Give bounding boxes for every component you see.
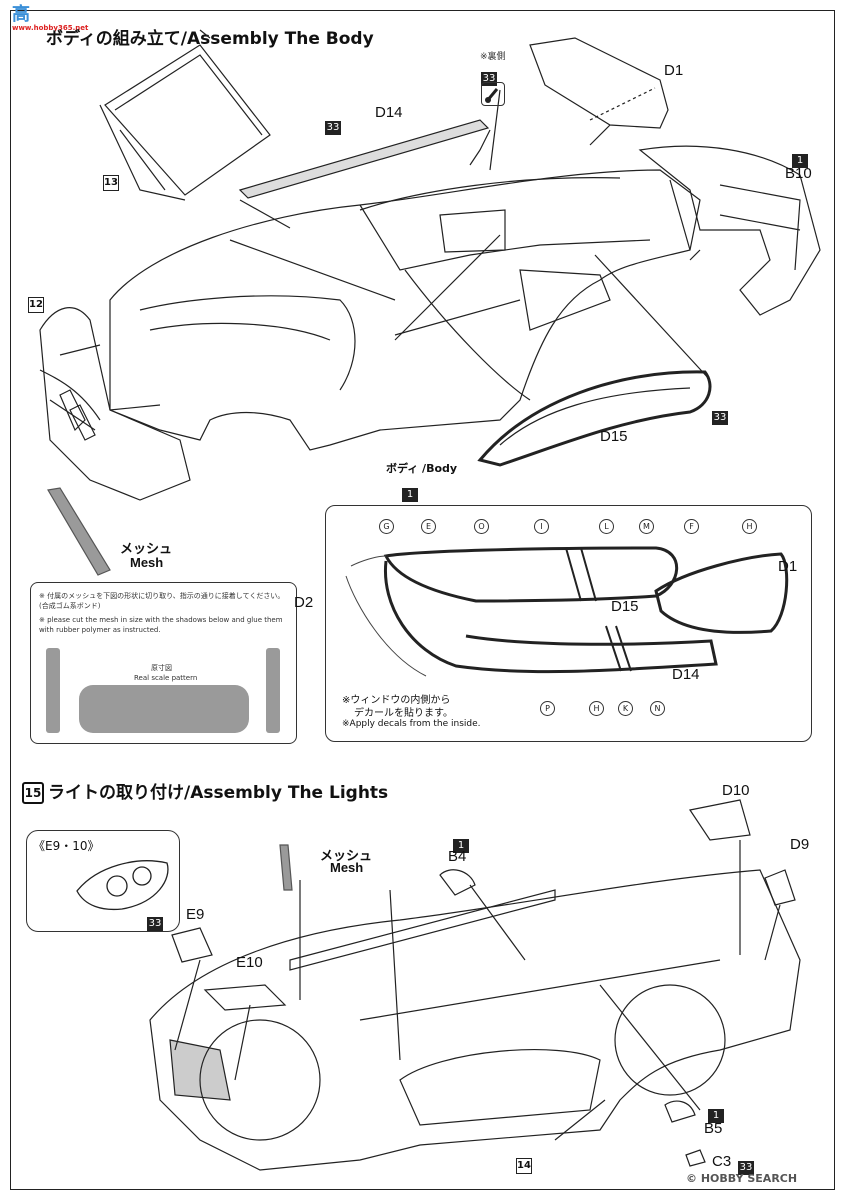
watermark-top: 高 www.hobby365.net [12,4,89,33]
sub-step-12: 12 [28,292,44,313]
glue-mark-c3: 33 [738,1161,754,1175]
window-note-jp-2: デカールを貼ります。 [354,708,453,719]
runner-mark-b5: 1 [708,1103,724,1123]
part-d1-label: D1 [664,62,684,79]
mesh-pattern-center [79,685,249,733]
mesh-label-jp: メッシュ [120,541,173,556]
window-decal-panel: D2 D1 D15 D14 G E O I L M F H P H K N ※ウ… [294,505,812,742]
sub-step-14: 14 [516,1153,532,1174]
mesh-note-en: ※ please cut the mesh in size with the s… [39,616,283,634]
e9-10-inset: 《E9・10》 33 [26,830,180,932]
headlight-inset-drawing [76,860,169,911]
runner-mark-b4: 1 [453,833,469,853]
color-code-m: M [639,514,654,534]
sub-step-13: 13 [103,170,119,191]
part-e9-label: E9 [186,906,205,923]
mesh-pattern-right [266,648,280,733]
mesh-label-en: Mesh [130,555,164,570]
step15-number: 15 [22,782,44,804]
watermark-bottom-text: HOBBY SEARCH [700,1172,798,1185]
mesh-pattern-panel: ※ 付属のメッシュを下図の形状に切り取り、指示の通りに接着してください。(合成ゴ… [30,582,297,744]
pattern-label-en: Real scale pattern [134,674,198,682]
color-code-h-top: H [742,514,757,534]
window-note-jp-1: ※ウィンドウの内側から [342,695,451,706]
watermark-bottom-mark: © [686,1172,697,1185]
mesh-note-jp: ※ 付属のメッシュを下図の形状に切り取り、指示の通りに接着してください。(合成ゴ… [39,592,285,610]
page-frame [10,10,835,1190]
watermark-bottom: © HOBBY SEARCH [686,1172,797,1185]
window-part-d2: D2 [294,594,314,611]
color-code-f: F [684,514,699,534]
part-d15-label: D15 [600,428,628,445]
window-part-d15: D15 [611,598,639,615]
part-c3-label: C3 [712,1153,732,1170]
runner-mark-body: 1 [402,482,418,502]
part-d10-label: D10 [722,782,750,799]
mesh-label-jp-step15: メッシュ [320,848,373,863]
inset-label: 《E9・10》 [33,839,100,853]
glue-mark-d15: 33 [712,411,728,425]
window-part-d14: D14 [672,666,700,683]
part-b5-label: B5 [704,1120,723,1137]
color-code-e: E [421,514,436,534]
window-note-en: ※Apply decals from the inside. [342,719,481,729]
color-code-p: P [540,696,555,716]
pattern-label-jp: 原寸図 [151,664,172,672]
mesh-pattern-left [46,648,60,733]
part-e10-label: E10 [236,954,263,971]
window-decal-drawing [345,546,789,677]
step14-title: ボディの組み立て/Assembly The Body [46,29,374,49]
back-side-note: ※裏側 [480,52,506,62]
brush-icon [481,82,505,106]
part-b10-label: B10 [785,165,812,182]
color-code-k: K [618,696,633,716]
color-code-g: G [379,514,394,534]
watermark-top-mark: 高 [12,4,30,25]
runner-mark-b10: 1 [792,148,808,168]
color-code-i: I [534,514,549,534]
mesh-label-en-step15: Mesh [330,860,364,875]
color-code-h-bottom: H [589,696,604,716]
color-code-n: N [650,696,665,716]
glue-mark-inset: 33 [147,917,163,931]
part-d9-label: D9 [790,836,810,853]
color-code-o: O [474,514,489,534]
watermark-top-url: www.hobby365.net [12,24,89,32]
glue-mark-d14: 33 [325,121,341,135]
window-part-d1: D1 [778,558,798,575]
step15-title-text: ライトの取り付け/Assembly The Lights [48,783,389,803]
body-label: ボディ /Body [386,462,458,475]
color-code-l: L [599,514,614,534]
part-b4-label: B4 [448,848,467,865]
part-d14-label: D14 [375,104,403,121]
